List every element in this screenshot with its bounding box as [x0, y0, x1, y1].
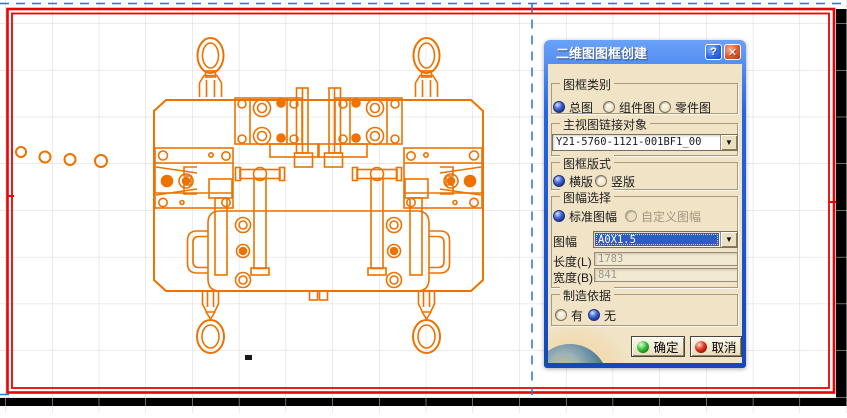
radio-icon [659, 101, 671, 113]
group-sheet-select-label: 图幅选择 [560, 189, 615, 206]
frame-preview-guides [0, 2, 847, 396]
cancel-ball-icon [695, 340, 708, 353]
sheet-size-value: A0X1.5 [595, 233, 719, 246]
radio-assembly-drawing[interactable]: 组件图 [603, 100, 655, 115]
group-frame-layout: 图框版式 [551, 155, 738, 190]
radio-selected-icon [553, 101, 565, 113]
sheet-size-combobox[interactable]: A0X1.5 ▼ [593, 231, 738, 248]
dialog-titlebar[interactable]: 二维图图框创建 ? ✕ [548, 40, 742, 64]
group-sheet-select: 图幅选择 [551, 189, 738, 288]
reference-holes [15, 146, 108, 168]
sheet-frame [6, 7, 836, 394]
main-view-link-combobox[interactable]: Y21-5760-1121-001BF1_00 ▼ [552, 134, 738, 151]
cancel-button[interactable]: 取消 [690, 336, 742, 357]
chevron-down-icon[interactable]: ▼ [720, 135, 737, 150]
group-main-view-link-label: 主视图链接对象 [560, 116, 651, 133]
radio-part-drawing[interactable]: 零件图 [659, 100, 711, 115]
group-main-view-link: 主视图链接对象 [551, 116, 738, 156]
sheet-size-label: 图幅 [553, 235, 578, 249]
radio-icon [603, 101, 615, 113]
radio-custom-sheet: 自定义图幅 [625, 209, 701, 224]
group-manufacture-basis: 制造依据 [551, 287, 738, 326]
group-manufacture-basis-label: 制造依据 [560, 287, 615, 304]
close-icon[interactable]: ✕ [724, 44, 741, 60]
group-frame-type-label: 图框类别 [560, 76, 615, 93]
anchor-point-marker [245, 355, 252, 360]
chevron-down-icon[interactable]: ▼ [720, 232, 737, 247]
radio-landscape[interactable]: 横版 [553, 174, 593, 189]
radio-selected-icon [553, 210, 565, 222]
width-label: 宽度(B) [553, 271, 593, 285]
width-field: 841 [594, 268, 738, 282]
fixture-drawing [15, 37, 484, 354]
radio-portrait[interactable]: 竖版 [595, 174, 635, 189]
radio-selected-icon [553, 175, 565, 187]
radio-standard-sheet[interactable]: 标准图幅 [553, 209, 617, 224]
dialog-title: 二维图图框创建 [556, 45, 648, 61]
ok-ball-icon [637, 340, 650, 353]
dialog-body: 图框类别 总图 组件图 零件图 主视图链接对象 Y21-5760-1121-00… [548, 64, 742, 363]
length-field: 1783 [594, 252, 738, 266]
radio-general-drawing[interactable]: 总图 [553, 100, 593, 115]
frame-creation-dialog: 二维图图框创建 ? ✕ 图框类别 总图 组件图 零件图 主视图链接对象 Y21-… [544, 40, 746, 368]
main-view-link-value: Y21-5760-1121-001BF1_00 [556, 136, 702, 148]
group-frame-layout-label: 图框版式 [560, 155, 615, 172]
ok-button[interactable]: 确定 [631, 336, 685, 357]
group-frame-type: 图框类别 [551, 76, 738, 114]
length-label: 长度(L) [553, 255, 592, 269]
radio-icon [595, 175, 607, 187]
radio-disabled-icon [625, 210, 637, 222]
help-icon[interactable]: ? [705, 44, 722, 60]
